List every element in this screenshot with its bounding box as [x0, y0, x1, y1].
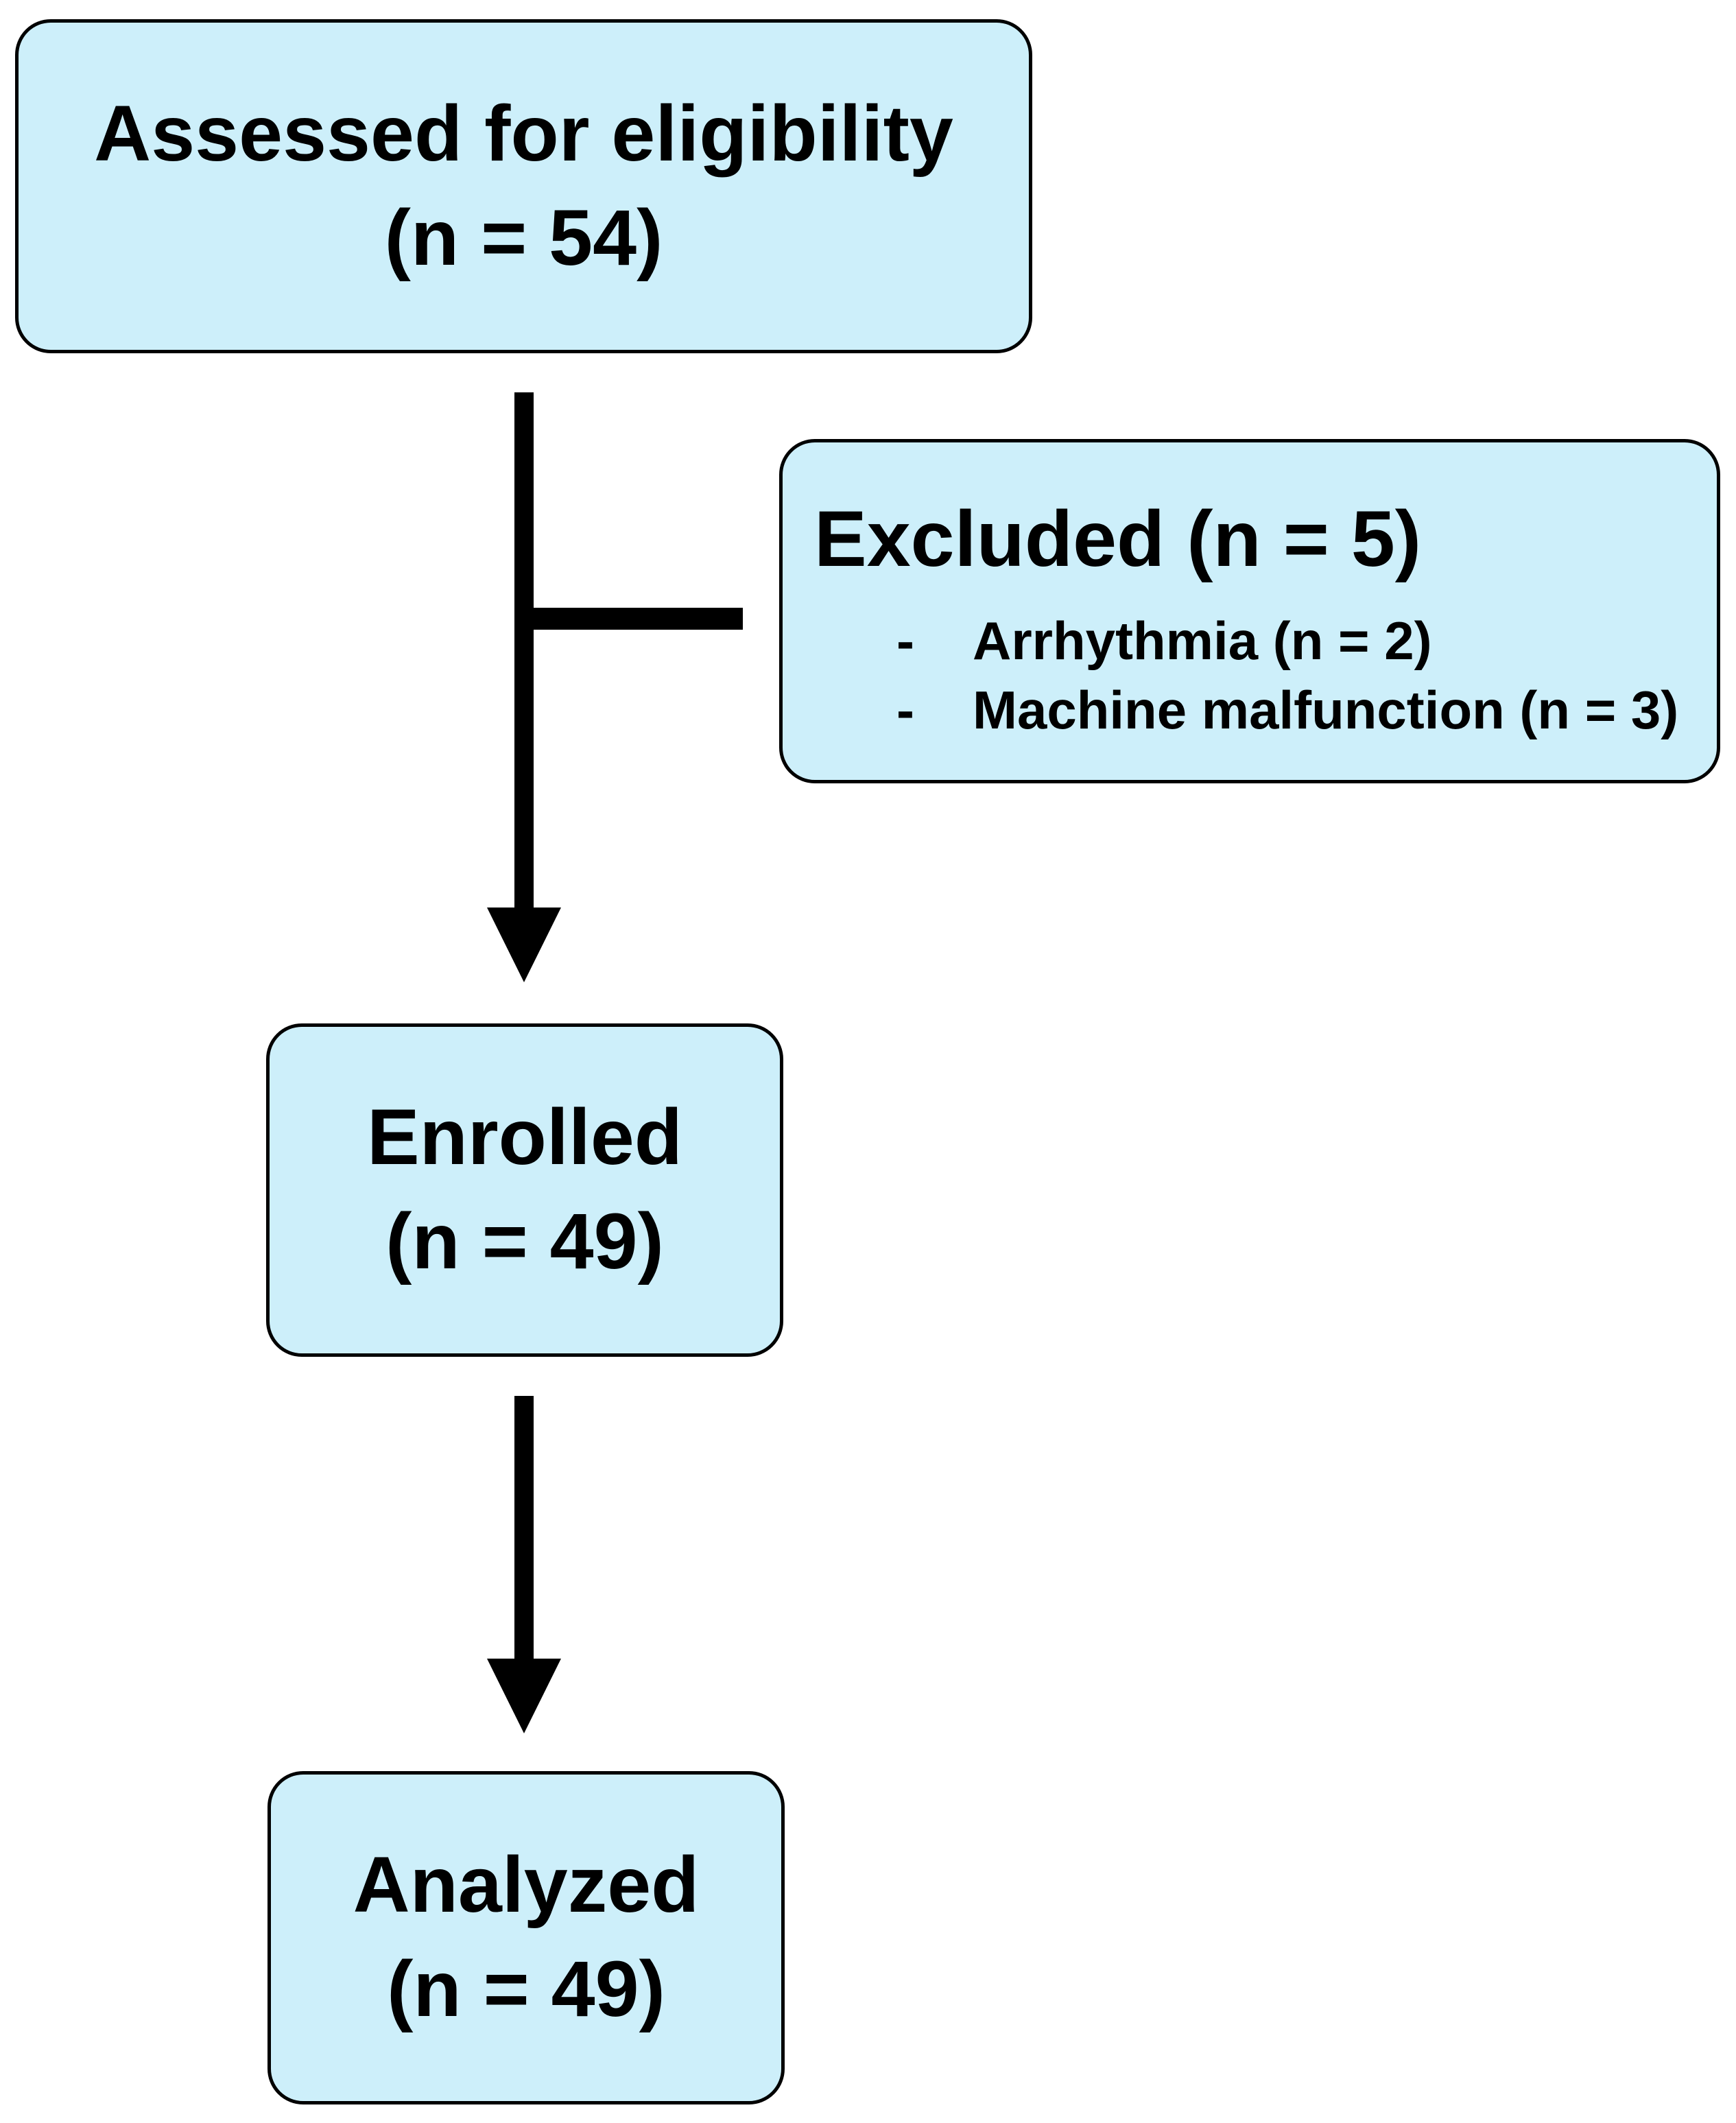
assessed-label: Assessed for eligibility — [94, 89, 953, 178]
excluded-reason-list: - Arrhythmia (n = 2) - Machine malfuncti… — [814, 606, 1710, 746]
assessed-count: (n = 54) — [384, 193, 663, 282]
enrolled-box: Enrolled (n = 49) — [266, 1023, 783, 1357]
enrolled-count: (n = 49) — [385, 1198, 664, 1285]
analyzed-label: Analyzed — [353, 1841, 700, 1930]
down-arrowhead-icon-2 — [487, 1659, 561, 1733]
assessed-for-eligibility-box: Assessed for eligibility (n = 54) — [15, 19, 1032, 353]
down-arrow-shaft-1 — [514, 392, 534, 908]
bullet-dash: - — [896, 679, 914, 740]
exclusion-connector-line — [524, 608, 743, 630]
analyzed-count: (n = 49) — [387, 1945, 665, 2033]
down-arrowhead-icon-1 — [487, 908, 561, 982]
down-arrow-shaft-2 — [514, 1396, 534, 1659]
bullet-dash: - — [896, 610, 914, 671]
excluded-reason-item: - Arrhythmia (n = 2) — [814, 606, 1710, 676]
excluded-reason-label: Arrhythmia (n = 2) — [973, 610, 1432, 671]
excluded-reason-label: Machine malfunction (n = 3) — [973, 679, 1679, 740]
enrolled-label: Enrolled — [366, 1093, 683, 1182]
excluded-box: Excluded (n = 5) - Arrhythmia (n = 2) - … — [779, 439, 1720, 783]
excluded-reason-item: - Machine malfunction (n = 3) — [814, 676, 1710, 745]
analyzed-box: Analyzed (n = 49) — [267, 1771, 785, 2104]
excluded-title: Excluded (n = 5) — [814, 495, 1422, 583]
